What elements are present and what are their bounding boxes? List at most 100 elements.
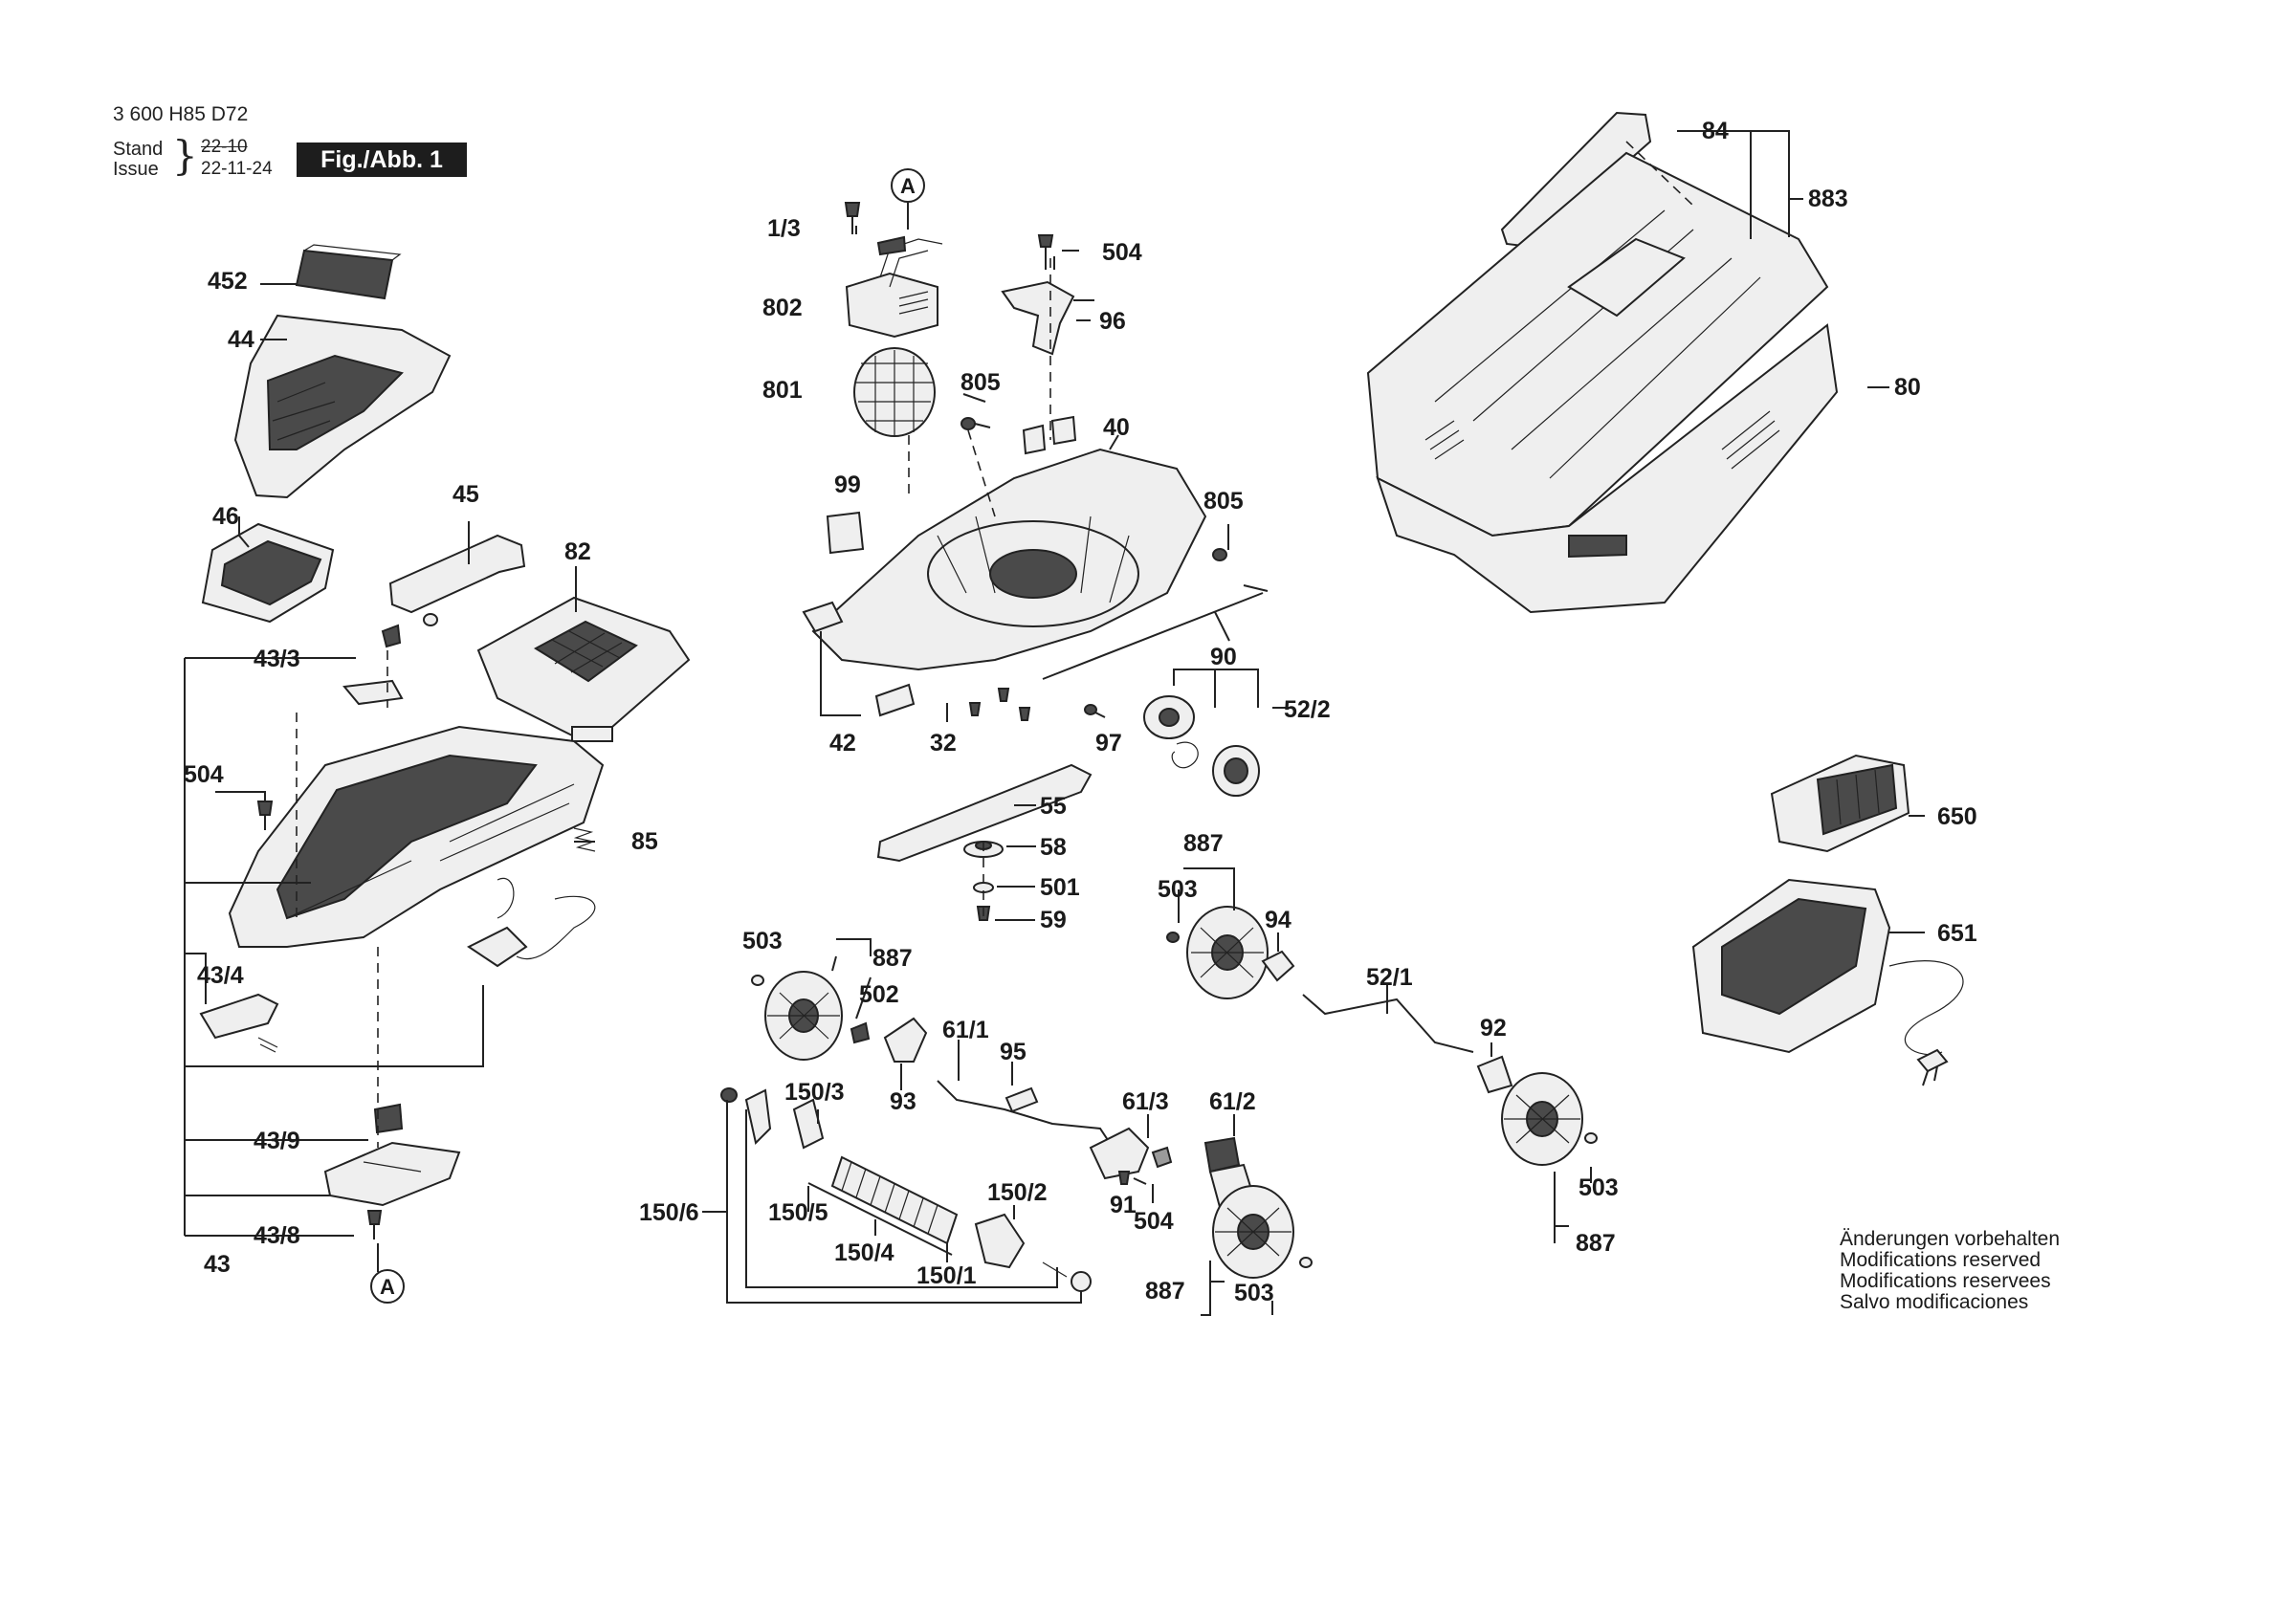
label-502: 502 xyxy=(859,981,899,1008)
part-452-badge xyxy=(295,244,402,300)
document-number: 3 600 H85 D72 xyxy=(113,103,249,125)
part-61-3-bracket xyxy=(1089,1127,1173,1180)
label-99: 99 xyxy=(834,472,861,498)
part-43-8-plate xyxy=(323,1141,461,1239)
label-504-b: 504 xyxy=(184,761,224,788)
label-43-8: 43/8 xyxy=(254,1222,300,1249)
part-43-3-clip xyxy=(342,624,404,706)
part-150-3-bracket xyxy=(720,1087,825,1150)
label-52-1: 52/1 xyxy=(1366,964,1413,991)
label-94: 94 xyxy=(1265,907,1292,933)
label-95: 95 xyxy=(1000,1039,1027,1065)
modifications-notice: Änderungen vorbehalten Modifications res… xyxy=(1840,1229,2060,1313)
stand-label: Stand xyxy=(113,139,164,160)
label-96: 96 xyxy=(1099,308,1126,335)
part-cable-bundle xyxy=(467,877,596,968)
part-90-axle xyxy=(1042,584,1269,680)
label-32: 32 xyxy=(930,730,957,757)
label-45: 45 xyxy=(453,481,479,508)
label-42: 42 xyxy=(829,730,856,757)
brace-symbol: } xyxy=(172,132,198,179)
part-84-handle xyxy=(1500,111,1652,249)
part-housing-upper xyxy=(228,725,605,948)
part-651-charger xyxy=(1691,878,1964,1086)
label-93: 93 xyxy=(890,1088,916,1115)
part-52-2-hub xyxy=(1143,695,1260,797)
label-504-a: 504 xyxy=(1102,239,1142,266)
label-802: 802 xyxy=(762,295,803,321)
part-150-2-bracket xyxy=(974,1213,1026,1269)
label-43-3: 43/3 xyxy=(254,646,300,672)
label-59: 59 xyxy=(1040,907,1067,933)
part-92-bracket xyxy=(1476,1055,1513,1094)
issue-date: 22-11-24 xyxy=(201,159,273,179)
part-887-wheel-left-rear xyxy=(1212,1185,1313,1279)
label-150-6: 150/6 xyxy=(639,1199,699,1226)
label-92: 92 xyxy=(1480,1015,1507,1042)
notice-line-es: Salvo modificaciones xyxy=(1840,1291,2029,1313)
part-504-screw-left xyxy=(256,801,274,830)
part-61-1-axle xyxy=(937,1080,1139,1149)
label-85: 85 xyxy=(631,828,658,855)
label-43-4: 43/4 xyxy=(197,962,244,989)
label-504-c: 504 xyxy=(1134,1208,1174,1235)
svg-text:A: A xyxy=(380,1275,395,1299)
part-32-screws xyxy=(968,688,1031,721)
label-503-b: 503 xyxy=(1578,1174,1619,1201)
label-43: 43 xyxy=(204,1251,231,1278)
label-150-3: 150/3 xyxy=(784,1079,845,1106)
label-452: 452 xyxy=(208,268,248,295)
label-801: 801 xyxy=(762,377,803,404)
label-40: 40 xyxy=(1103,414,1130,441)
notice-line-de: Änderungen vorbehalten xyxy=(1840,1228,2061,1250)
label-651: 651 xyxy=(1937,920,1977,947)
label-90: 90 xyxy=(1210,644,1237,670)
label-84: 84 xyxy=(1702,118,1729,144)
part-805-screw-b xyxy=(1212,548,1227,561)
label-805-a: 805 xyxy=(960,369,1001,396)
label-501: 501 xyxy=(1040,874,1080,901)
label-887-b: 887 xyxy=(1576,1230,1616,1257)
part-99-block xyxy=(826,511,865,555)
part-42-lever xyxy=(802,601,916,717)
part-40-deck xyxy=(811,415,1207,671)
part-55-blade xyxy=(876,763,1093,863)
part-650-battery xyxy=(1770,754,1910,853)
label-52-2: 52/2 xyxy=(1284,696,1331,723)
reference-marker-a-bottom: A xyxy=(370,1269,405,1304)
part-802-module xyxy=(845,235,943,339)
part-91-screw xyxy=(1117,1171,1131,1185)
part-94-hub xyxy=(1261,950,1295,982)
label-503-a: 503 xyxy=(1158,876,1198,903)
label-61-2: 61/2 xyxy=(1209,1088,1256,1115)
label-91: 91 xyxy=(1110,1192,1137,1218)
part-52-1-axle xyxy=(1302,994,1474,1053)
label-58: 58 xyxy=(1040,834,1067,861)
issue-label: Issue xyxy=(113,159,159,180)
part-805-screw-a xyxy=(960,417,991,430)
label-82: 82 xyxy=(564,538,591,565)
part-883-box-top xyxy=(1366,151,1829,537)
notice-line-en: Modifications reserved xyxy=(1840,1249,2042,1271)
label-887-c: 887 xyxy=(872,945,913,972)
part-43-4-tab xyxy=(199,993,279,1053)
part-150-5-shaft xyxy=(807,1182,953,1256)
notice-line-fr: Modifications reservees xyxy=(1840,1270,2051,1292)
part-1-3-screw xyxy=(844,202,861,234)
label-1-3: 1/3 xyxy=(767,215,801,242)
leader-lines xyxy=(184,130,1925,1316)
label-503-d: 503 xyxy=(1234,1280,1274,1306)
part-887-wheel-rear-right xyxy=(1501,1072,1598,1166)
part-887-wheel-left-front xyxy=(751,971,843,1061)
part-96-bracket xyxy=(1001,280,1075,356)
part-45-handle xyxy=(388,534,526,626)
label-43-9: 43/9 xyxy=(254,1128,300,1154)
label-805-b: 805 xyxy=(1203,488,1244,515)
part-801-fan xyxy=(853,347,936,437)
label-150-2: 150/2 xyxy=(987,1179,1048,1206)
part-93-bracket xyxy=(883,1017,928,1063)
part-150-4-roller xyxy=(830,1155,959,1245)
label-80: 80 xyxy=(1894,374,1921,401)
part-labels: 1/3 802 801 805 504 96 40 805 99 90 52/2… xyxy=(184,118,1977,1306)
